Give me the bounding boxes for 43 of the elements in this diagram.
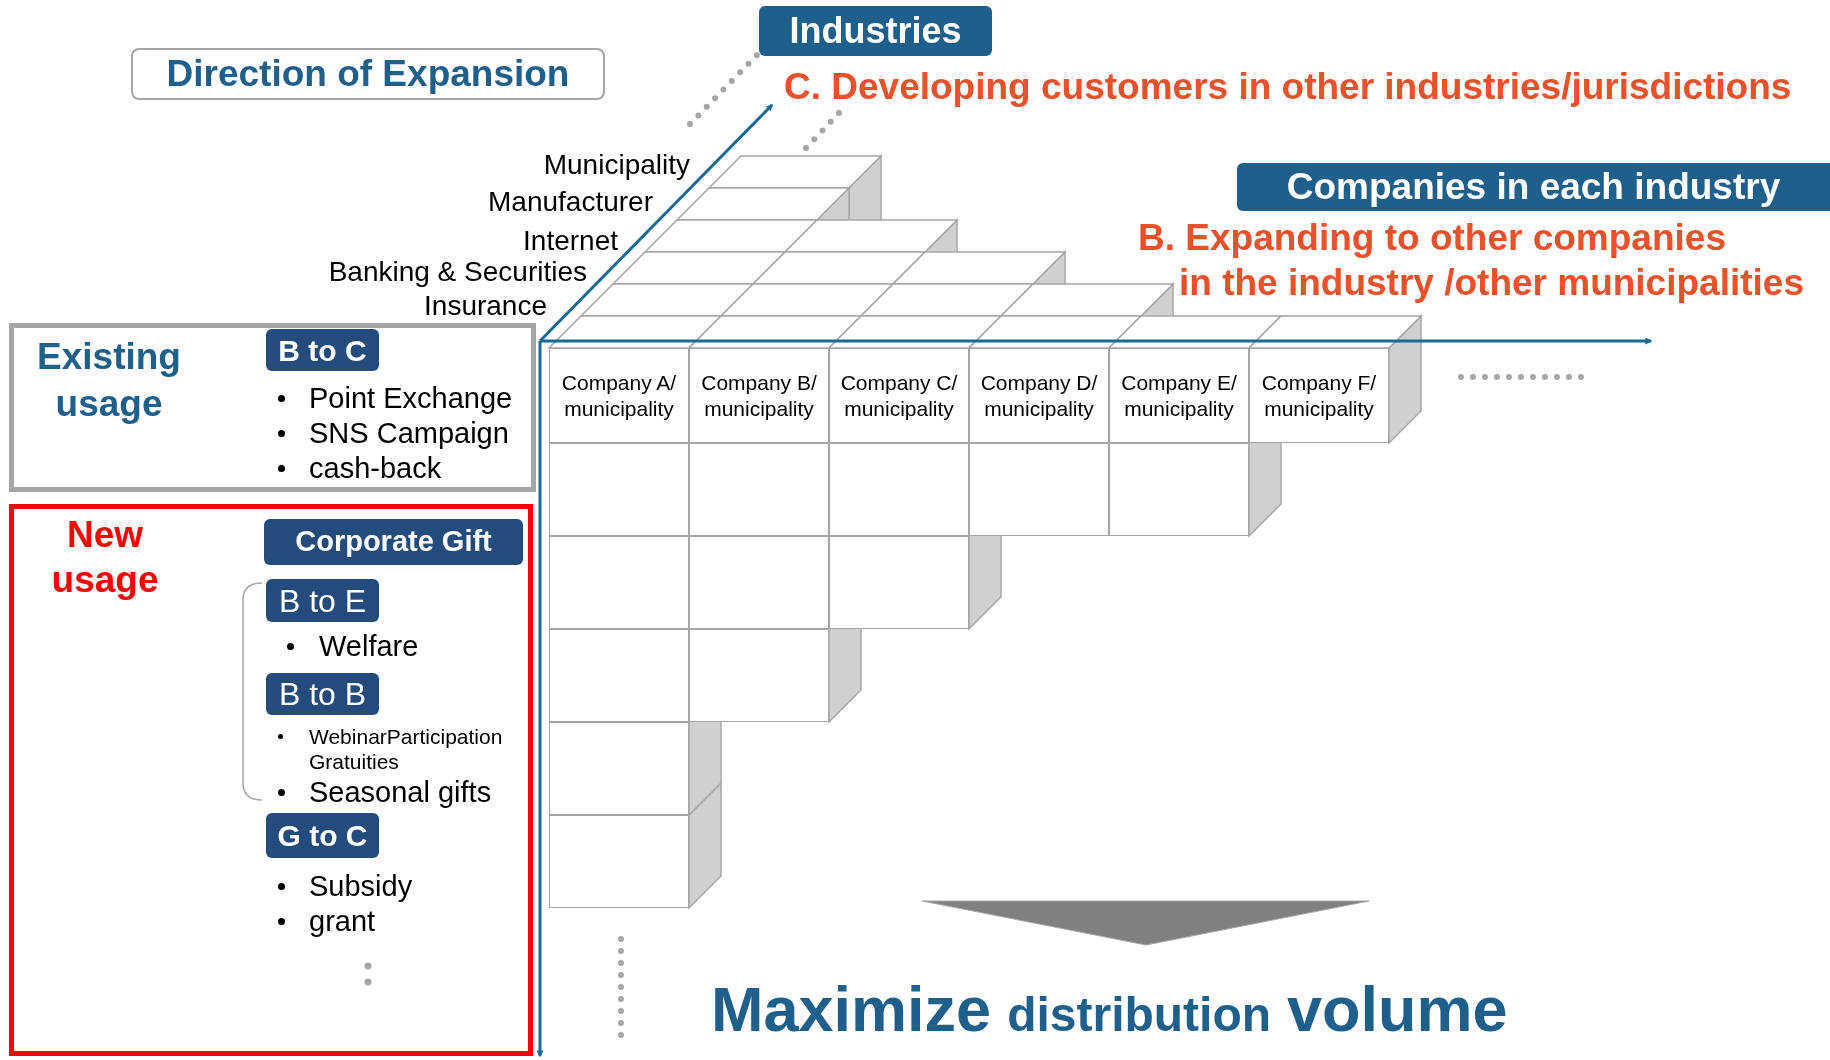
list-item: Seasonal gifts bbox=[309, 774, 493, 810]
grid-cell bbox=[549, 629, 689, 722]
category-tag: G to C bbox=[266, 813, 379, 858]
annotation: in the industry /other municipalities bbox=[1179, 261, 1804, 305]
annotation: C. Developing customers in other industries/jurisdictions bbox=[784, 65, 1792, 109]
list-item: WebinarParticipation Gratuities bbox=[309, 723, 504, 774]
grid-cell bbox=[689, 629, 829, 722]
grid-cell bbox=[689, 536, 829, 629]
grid-cell bbox=[549, 722, 689, 815]
headline-word: distribution bbox=[1007, 989, 1272, 1042]
list-item: Subsidy bbox=[309, 868, 414, 904]
axis-label: Internet bbox=[523, 224, 618, 258]
headline-word: Maximize bbox=[711, 975, 992, 1045]
usage-panel bbox=[9, 323, 536, 492]
category-tag: B to E bbox=[266, 579, 379, 622]
list-item: Point Exchange bbox=[309, 380, 514, 416]
title-box: Direction of Expansion bbox=[131, 48, 605, 100]
category-tag: Corporate Gift bbox=[264, 519, 523, 565]
category-banner: Companies in each industry bbox=[1237, 163, 1830, 211]
grid-cell bbox=[969, 443, 1109, 536]
axis-label: Municipality bbox=[543, 148, 690, 182]
category-tag: B to B bbox=[266, 673, 379, 715]
grid-cell bbox=[549, 443, 689, 536]
grid-cell bbox=[549, 815, 689, 908]
category-banner: Industries bbox=[759, 6, 992, 56]
usage-panel bbox=[9, 504, 533, 1056]
grid-cell bbox=[829, 536, 969, 629]
axis-label: Manufacturer bbox=[488, 185, 653, 219]
list-item: Welfare bbox=[319, 628, 420, 664]
grid-cell bbox=[549, 536, 689, 629]
list-item: grant bbox=[309, 903, 377, 939]
grid-cell bbox=[689, 443, 829, 536]
panel-heading: New usage bbox=[50, 513, 160, 602]
list-item: cash-back bbox=[309, 450, 443, 486]
axis-label: Insurance bbox=[424, 289, 547, 323]
grid-cell bbox=[1109, 443, 1249, 536]
annotation: B. Expanding to other companies bbox=[1138, 216, 1726, 260]
grid-cell bbox=[829, 443, 969, 536]
panel-heading: Existing usage bbox=[36, 335, 182, 426]
list-item: SNS Campaign bbox=[309, 415, 510, 451]
category-tag: B to C bbox=[266, 329, 379, 371]
headline-word: volume bbox=[1287, 975, 1508, 1045]
axis-label: Banking & Securities bbox=[328, 255, 587, 289]
